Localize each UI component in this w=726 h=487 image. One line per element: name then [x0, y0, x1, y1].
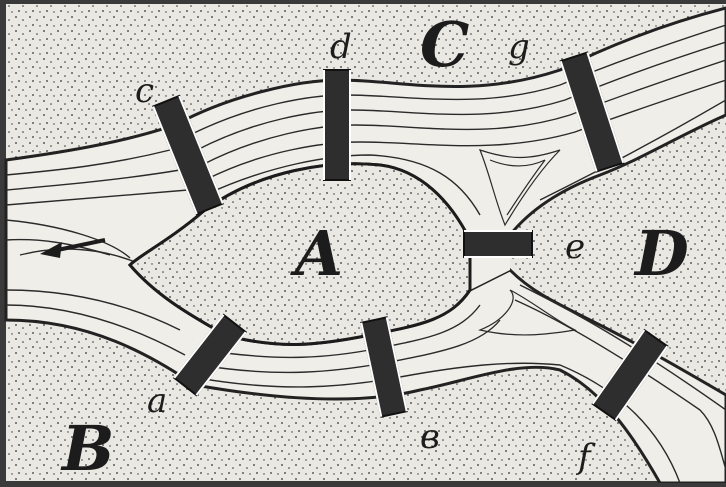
label-bridge-a: a	[147, 381, 167, 421]
label-bank-c: C	[420, 8, 469, 81]
label-island-a: A	[290, 217, 343, 290]
bridge-d	[324, 70, 350, 180]
label-bridge-g: g	[508, 27, 530, 67]
label-bridge-e: e	[565, 227, 585, 267]
label-bridge-c: c	[135, 71, 154, 111]
label-bank-b: B	[60, 412, 114, 483]
label-island-d: D	[633, 217, 689, 290]
label-bridge-b: в	[420, 417, 440, 457]
label-bridge-d: d	[330, 27, 352, 67]
bridge-e	[464, 231, 532, 257]
